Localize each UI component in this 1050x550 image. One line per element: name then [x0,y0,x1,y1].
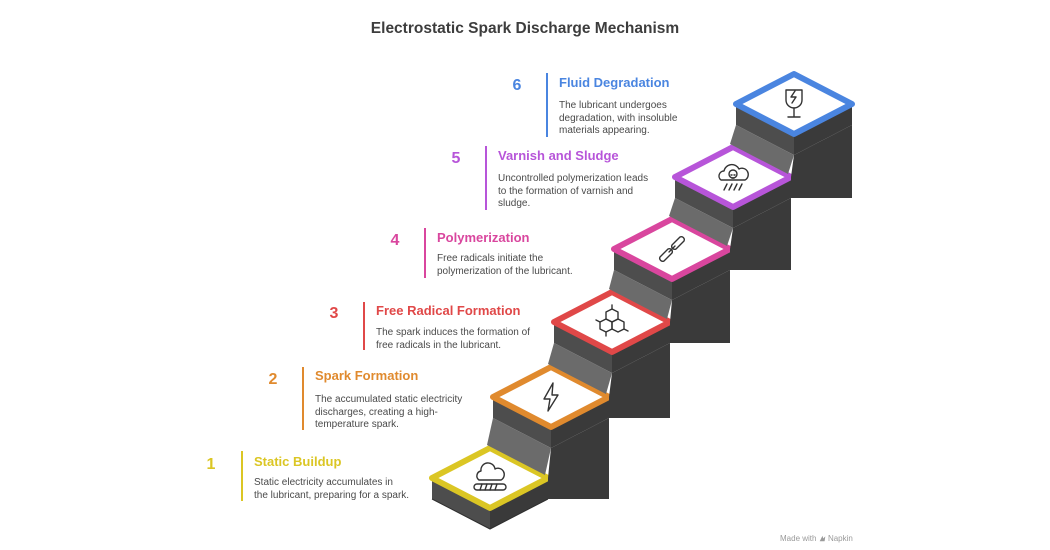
step-1-number: 1 [206,456,216,473]
stair-top-6 [733,71,855,137]
stair-riser [548,343,612,394]
stair-riser [669,198,733,246]
step-6-description: The lubricant undergoes degradation, wit… [559,100,759,138]
step-4-bar [424,228,426,278]
stair-left-face [554,322,612,373]
step-3-desc-line: free radicals in the lubricant. [376,339,502,351]
step-2-desc-line: temperature spark. [315,419,399,430]
step-6-desc-line: materials appearing. [559,125,650,136]
step-5-desc-line: sludge. [498,198,531,209]
stair-block-4 [609,216,733,343]
stair-riser [609,270,672,319]
step-4-title: Polymerization [437,230,530,245]
stair-left-face [614,249,672,300]
step-5-title: Varnish and Sludge [498,148,619,163]
step-3-description: The spark induces the formation of free … [376,327,576,352]
step-6-desc-line: The lubricant undergoes [559,100,667,111]
step-6-desc-line: degradation, with insoluble [559,112,678,124]
step-2-desc-line: discharges, creating a high- [315,406,438,418]
stair-riser-side [548,418,609,499]
molecule-icon [595,304,629,337]
stair-riser [730,125,794,174]
broken-glass-icon [785,89,803,118]
step-2-bar [302,367,304,430]
step-2-desc-line: The accumulated static electricity [315,394,463,405]
step-1-desc-line: Static electricity accumulates in [254,477,393,488]
stair-block-3 [548,289,673,418]
step-1-desc-line: the lubricant, preparing for a spark. [254,489,410,501]
step-4-description: Free radicals initiate the polymerizatio… [437,253,637,278]
footer-text: Made with [780,534,817,543]
chain-link-icon [659,236,685,262]
stair-right-face [612,322,670,373]
stair-left-face [432,478,490,529]
step-5-bar [485,146,487,210]
step-5-description: Uncontrolled polymerization leads to the… [498,173,698,211]
step-6-title: Fluid Degradation [559,75,670,90]
lightning-bolt-icon [543,382,559,412]
step-2-title: Spark Formation [315,368,419,383]
step-2-description: The accumulated static electricity disch… [315,394,515,432]
stair-riser-side [730,198,791,270]
step-4-desc-line: Free radicals initiate the [437,253,544,264]
step-5-desc-line: to the formation of varnish and [498,185,634,197]
stair-right-face [490,478,548,529]
stair-right-face [551,397,609,448]
step-3-desc-line: The spark induces the formation of [376,327,530,338]
cloud-drizzle-icon [473,462,507,491]
step-1-description: Static electricity accumulates in the lu… [254,477,454,502]
stair-left-face [675,177,733,228]
stair-riser-side [670,270,730,343]
base-edge [431,498,549,530]
stair-block-6 [730,71,855,198]
step-4-number: 4 [390,232,400,249]
step-6-bar [546,73,548,137]
step-2-number: 2 [268,371,278,388]
step-3-bar [363,302,365,350]
step-1-bar [241,451,243,501]
stair-right-face [733,177,791,228]
napkin-logo-icon [819,536,826,542]
step-3-number: 3 [329,305,339,322]
stair-riser-side [791,125,852,198]
stair-right-face [672,249,730,300]
step-4-desc-line: polymerization of the lubricant. [437,265,573,277]
stair-block-2 [487,364,612,499]
step-6-number: 6 [512,77,522,94]
stair-block-5 [669,144,794,270]
stair-block-1 [429,445,551,529]
stair-right-face [794,104,852,155]
stair-left-face [493,397,551,448]
storm-cloud-icon [718,163,749,191]
step-1-title: Static Buildup [254,454,342,469]
diagram-title: Electrostatic Spark Discharge Mechanism [370,20,680,37]
step-5-number: 5 [451,150,461,167]
stair-riser [487,418,551,475]
step-3-title: Free Radical Formation [376,303,521,318]
stair-riser-side [609,343,670,418]
footer-brand: Napkin [827,534,853,543]
stair-left-face [736,104,794,155]
step-5-desc-line: Uncontrolled polymerization leads [498,173,649,184]
footer-credit: Made with Napkin [780,534,853,543]
